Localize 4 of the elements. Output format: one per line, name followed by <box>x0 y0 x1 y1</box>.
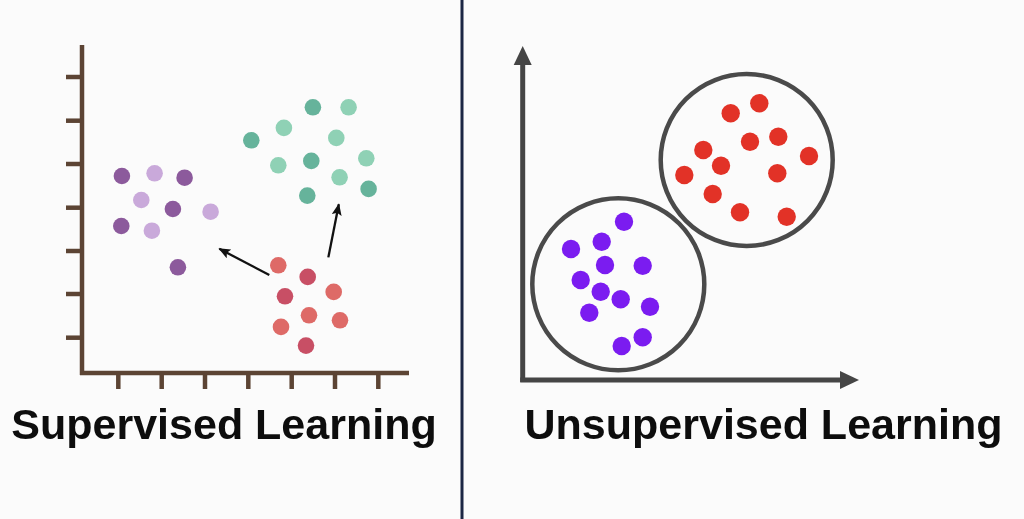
panel-heading: Unsupervised Learning <box>524 403 1003 446</box>
arrow <box>218 247 270 276</box>
panel-heading: Supervised Learning <box>11 403 437 446</box>
arrow <box>327 203 342 258</box>
